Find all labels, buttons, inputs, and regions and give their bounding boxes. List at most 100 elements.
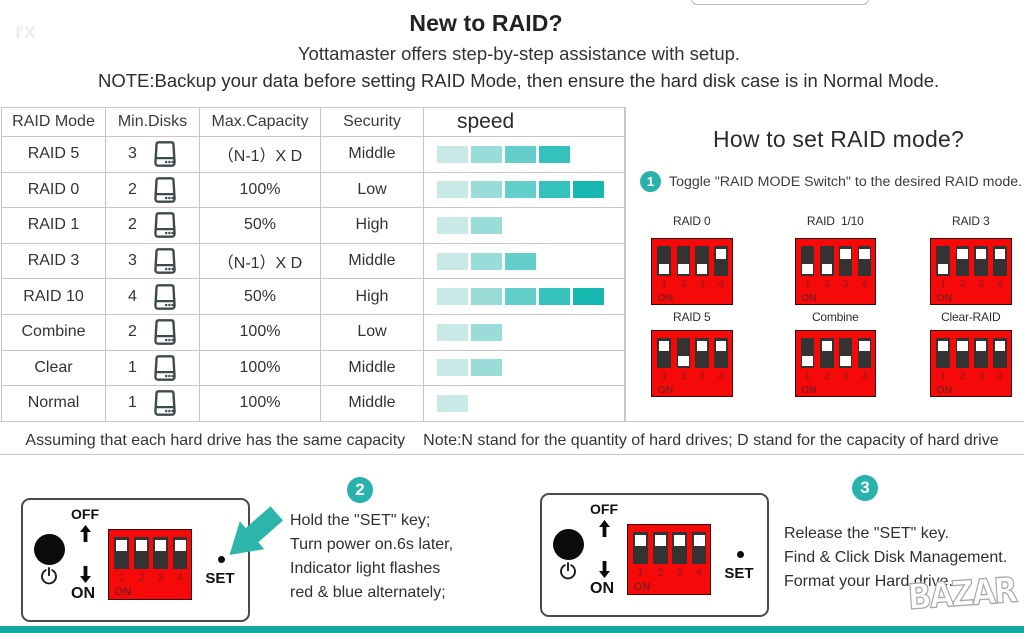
cell-security: Middle [320,385,424,422]
dip-lever-down [802,356,813,367]
dip-number: 1 [661,279,667,290]
power-icon [559,562,577,585]
cell-min-disks: 2 [105,171,200,209]
dip-lever-up [859,248,870,259]
speed-segment [505,181,536,199]
dip-number: 2 [824,371,830,382]
dip-lever-down [821,264,833,275]
dip-number: 2 [959,279,966,290]
min-disks-value: 2 [107,212,199,239]
dip-number: 1 [661,371,667,382]
cell-raid-mode: RAID 10 [1,278,106,315]
dip-lever-up [994,340,1006,351]
dip-lever-up [693,534,705,546]
min-disks-value: 2 [107,319,199,346]
speed-segment [539,145,570,163]
arrow-down-icon [80,566,91,588]
cell-max-capacity: 100% [199,171,321,209]
dip-lever-down [802,264,813,275]
dip-number: 2 [680,371,687,382]
dip-number: 2 [680,279,687,290]
speed-segment [471,145,502,163]
dip-lever-up [655,534,666,546]
cell-raid-mode: RAID 0 [1,171,106,209]
cell-security: High [320,207,424,244]
disk-count: 1 [128,358,137,376]
dip-on-label: ON [657,383,674,396]
cell-speed [423,207,625,244]
dip-lever-up [715,340,727,351]
speed-bar [425,394,624,412]
dip-lever-up [840,248,851,259]
dip-number: 2 [959,371,966,382]
dip-lever-up [635,534,646,546]
step-3-line: Find & Click Disk Management. [784,549,1008,566]
dip-number: 1 [804,279,811,290]
cell-max-capacity: 100% [199,349,321,387]
cell-min-disks: 3 [105,136,200,173]
cell-raid-mode: RAID 3 [1,242,106,280]
dip-lever-up [994,248,1006,259]
dip-number: 1 [940,279,946,290]
dip-number: 3 [699,371,705,382]
dip-diagram-label: Clear-RAID [941,310,1001,324]
dip-lever-up [174,539,186,551]
page-subtitle: Yottamaster offers step-by-step assistan… [297,43,741,64]
dip-number: 3 [978,371,984,382]
table-panel-divider [625,107,626,421]
min-disks-value: 2 [107,176,199,203]
disk-count: 4 [128,287,137,305]
cell-speed [423,171,625,209]
cell-min-disks: 2 [105,313,200,351]
speed-bar [425,252,624,270]
cell-security: Middle [320,136,424,173]
cell-raid-mode: RAID 5 [1,136,106,173]
speed-bar [425,216,624,234]
step-3-badge: 3 [852,475,878,501]
arrow-down-icon [599,561,610,583]
arrow-up-icon [80,525,91,547]
on-label: ON [71,585,95,602]
dip-lever-down [937,264,949,275]
dip-number: 3 [978,279,984,290]
cell-security: Middle [320,242,424,280]
cell-max-capacity: 100% [199,313,321,351]
cell-min-disks: 3 [105,242,200,280]
power-button [34,534,65,565]
speed-segment [539,288,570,306]
set-label: SET [724,565,754,582]
dip-number: 1 [118,572,125,585]
cell-min-disks: 2 [105,207,200,244]
dip-number: 3 [842,371,849,382]
speed-segment [471,216,502,234]
step-1-badge: 1 [640,171,661,192]
speed-segment [437,288,468,306]
cell-speed [423,136,625,173]
step-1-text: Toggle "RAID MODE Switch" to the desired… [669,174,1023,190]
column-header-security: Security [320,107,424,137]
dip-lever-up [975,248,987,259]
set-indicator-dot [218,556,225,563]
dip-number: 4 [861,371,868,382]
dip-number: 4 [718,279,724,290]
cell-speed [423,278,625,315]
dip-lever-up [674,534,685,546]
dip-diagram-label: Combine [811,310,859,324]
speed-segment [437,323,468,341]
disk-count: 1 [128,394,137,412]
column-header-max-capacity: Max.Capacity [199,107,321,137]
page-title: New to RAID? [409,10,563,36]
dip-diagram-label: RAID 0 [673,214,711,228]
cell-max-capacity: （N-1）X D [199,242,321,280]
dip-number: 4 [997,279,1003,290]
hard-drive-icon [154,176,176,203]
off-label: OFF [590,501,618,517]
